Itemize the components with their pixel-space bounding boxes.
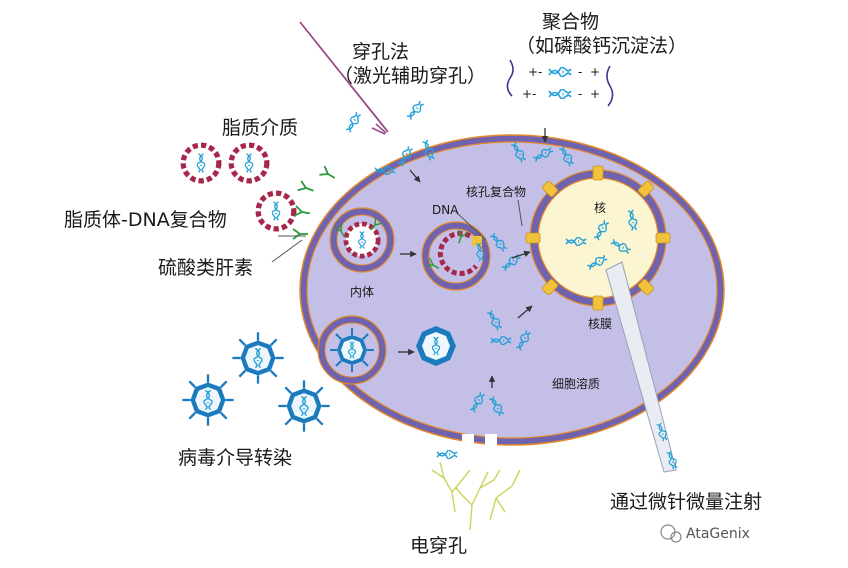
nucleus-label: 核 (594, 201, 606, 215)
dna-label: DNA (432, 203, 459, 217)
wechat-icon (660, 524, 676, 540)
polymer-charge-4: + (590, 65, 600, 79)
watermark-text: AtaGenix (686, 526, 750, 542)
endosome-1 (329, 207, 395, 273)
released-capsid (416, 326, 456, 366)
electro-pore-1 (462, 434, 474, 450)
lipoplex-label: 脂质体-DNA复合物 (64, 209, 227, 231)
laser-beam (299, 21, 389, 133)
microinjection-label: 通过微针微量注射 (610, 491, 762, 513)
polymer-charge-5: + (522, 87, 532, 101)
viruses (182, 332, 329, 431)
endosome-2 (421, 221, 491, 291)
leader-lines (271, 199, 523, 263)
heparan-label: 硫酸类肝素 (158, 257, 253, 279)
perforation-hole (388, 130, 406, 148)
npc-label: 核孔复合物 (466, 184, 526, 199)
watermark: AtaGenix (660, 524, 750, 543)
perforation-title: 穿孔法 (352, 41, 409, 63)
polymer-charge-7: - (578, 87, 582, 101)
micro-needle (605, 261, 677, 473)
endosome-3 (317, 315, 387, 385)
nuclear-pores (525, 165, 671, 311)
polymer-charge-2: - (538, 65, 542, 79)
polymer-charge-6: - (532, 87, 536, 101)
endosome-label: 内体 (350, 285, 374, 299)
polymer-charge-3: - (578, 65, 582, 79)
polymer-charge-1: + (528, 65, 538, 79)
nuclear-membrane-label: 核膜 (588, 317, 612, 331)
polymer-charge-8: + (590, 87, 600, 101)
polymer-title: 聚合物 (542, 11, 599, 33)
electro-branches (431, 461, 521, 531)
electro-pore-2 (485, 434, 497, 450)
perforation-subtitle: （激光辅助穿孔） (334, 65, 486, 87)
pathway-arrows (398, 128, 549, 388)
electroporation-label: 电穿孔 (410, 535, 467, 557)
polymer-chains (506, 59, 614, 107)
cytosol-label: 细胞溶质 (552, 376, 600, 391)
nucleus (525, 165, 671, 311)
polymer-subtitle: （如磷酸钙沉淀法） (516, 35, 687, 57)
viral-transfection-label: 病毒介导转染 (178, 447, 292, 469)
liposome-label: 脂质介质 (222, 117, 298, 139)
